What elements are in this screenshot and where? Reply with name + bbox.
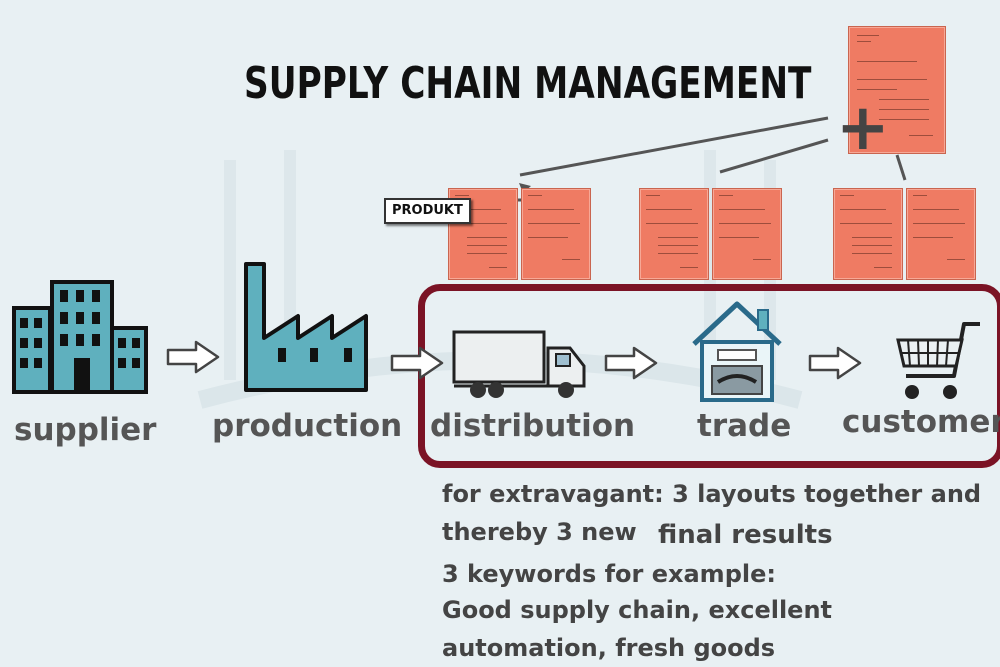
- arrow-icon: [604, 346, 658, 380]
- stage-label-trade: trade: [697, 408, 792, 444]
- stage-label-customer: customer: [842, 404, 1000, 440]
- document-icon: [639, 188, 709, 280]
- arrow-icon: [166, 340, 220, 374]
- document-icon: [833, 188, 903, 280]
- document-icon: [521, 188, 591, 280]
- document-icon: [848, 26, 946, 154]
- note-line: Good supply chain, excellent: [442, 596, 833, 624]
- document-icon: [712, 188, 782, 280]
- stage-label-distribution: distribution: [430, 408, 636, 444]
- note-line: for extravagant: 3 layouts together and: [442, 480, 982, 508]
- note-line: 3 keywords for example:: [442, 560, 776, 588]
- note-line: thereby 3 new: [442, 518, 637, 546]
- arrow-icon: [390, 346, 444, 380]
- produkt-tag: PRODUKT: [384, 198, 471, 224]
- stage-label-supplier: supplier: [14, 412, 157, 448]
- building-icon: [12, 280, 148, 394]
- factory-icon: [244, 262, 368, 392]
- plus-icon: +: [836, 91, 890, 165]
- note-line: final results: [658, 520, 833, 550]
- stage-label-production: production: [212, 408, 403, 444]
- shopping-cart-icon: [896, 322, 980, 399]
- note-line: automation, fresh goods: [442, 634, 776, 662]
- house-handshake-icon: [692, 301, 782, 402]
- truck-icon: [452, 330, 586, 398]
- document-icon: [906, 188, 976, 280]
- arrow-icon: [808, 346, 862, 380]
